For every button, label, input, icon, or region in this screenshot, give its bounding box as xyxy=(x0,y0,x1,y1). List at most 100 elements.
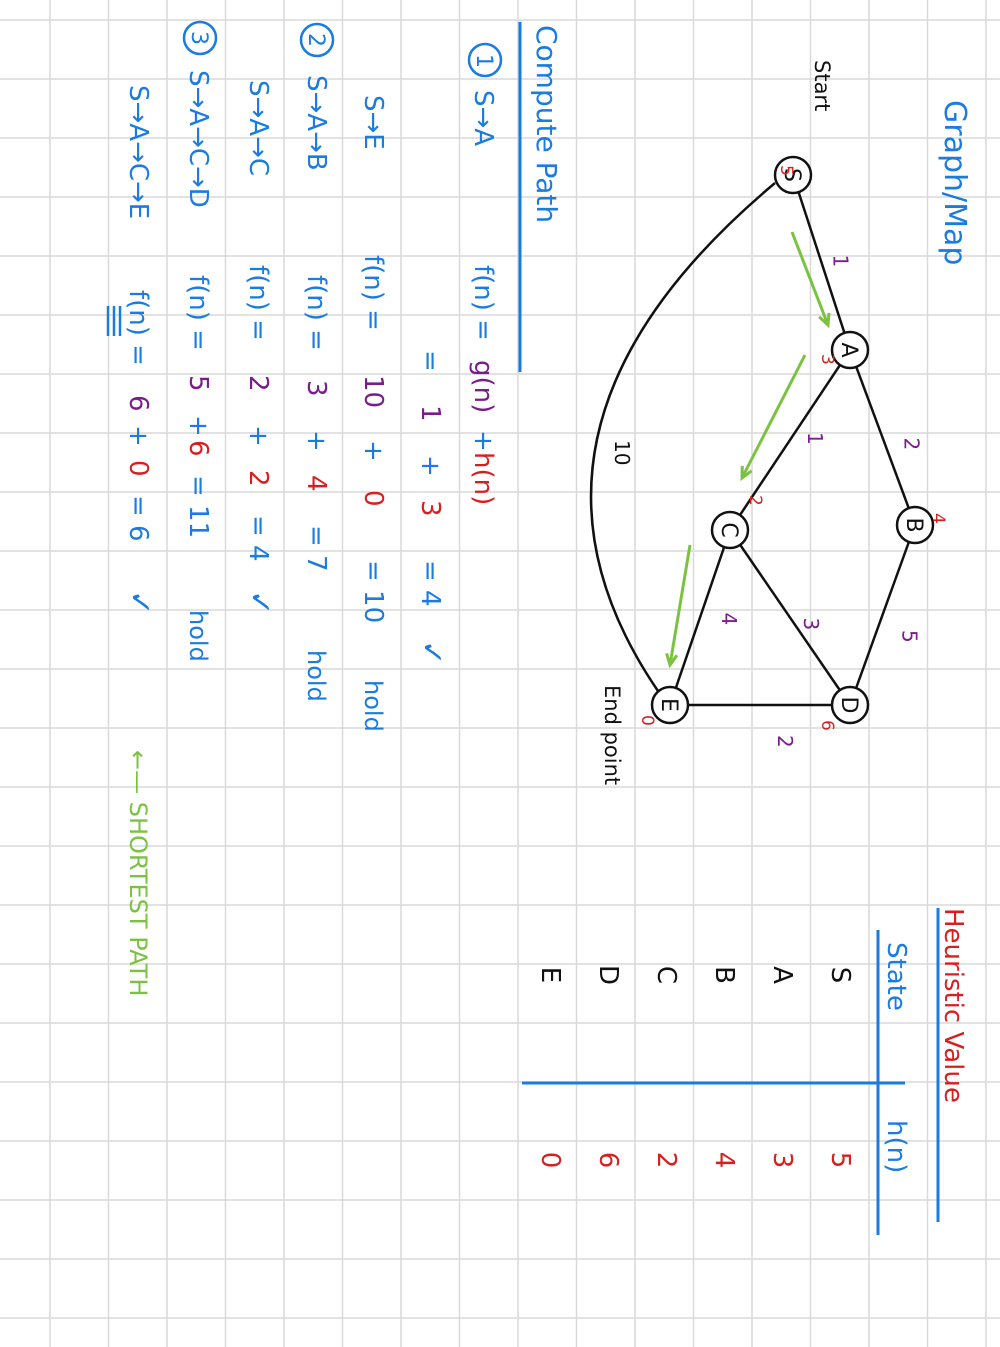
step-3b-h: 0 xyxy=(123,460,153,477)
step-1-path: S→A xyxy=(468,90,498,146)
heuristic-state-D: D xyxy=(593,965,623,985)
path-arrow-C-E xyxy=(668,544,692,666)
heuristic-value-S: 5 xyxy=(825,1152,855,1169)
node-heuristic-S: 5 xyxy=(776,165,796,176)
node-heuristic-C: 2 xyxy=(745,495,765,506)
heuristic-state-S: S xyxy=(825,967,855,984)
heuristic-value-C: 2 xyxy=(651,1152,681,1169)
edge-weight-S-A: 1 xyxy=(829,255,853,268)
step-2b-result: = 4 xyxy=(243,515,273,562)
step-3b: S→A→C→E f(n) = 6 + 0 = 6 ✓ ←— SHORTEST P… xyxy=(106,85,157,996)
step-1-h-value: 3 xyxy=(415,500,445,517)
heuristic-state-E: E xyxy=(535,967,565,983)
step-2b: S→A→C f(n) = 2 + 2 = 4 ✓ xyxy=(242,80,277,615)
step-3b-check: ✓ xyxy=(122,590,157,615)
node-label-S: S xyxy=(779,168,804,182)
path-arrow-A-C xyxy=(740,354,807,479)
step-3-f: f(n) = xyxy=(183,275,213,351)
step-3b-result: = 6 xyxy=(123,495,153,542)
step-2-number: 2 xyxy=(303,33,328,47)
step-3-circle xyxy=(182,20,218,56)
edge-weight-B-D: 5 xyxy=(898,630,922,643)
step-3-note: hold xyxy=(184,610,212,662)
step-1b-result: = 10 xyxy=(358,560,388,623)
step-2-f: f(n) = xyxy=(301,275,331,351)
step-2-g: 3 xyxy=(301,380,331,397)
node-label-A: A xyxy=(836,342,861,357)
heuristic-state-B: B xyxy=(709,966,739,984)
step-2-plus: + xyxy=(301,430,331,452)
step-2-path: S→A→B xyxy=(301,75,331,171)
heuristic-value-A: 3 xyxy=(767,1152,797,1169)
edge-A-B xyxy=(848,349,917,526)
heuristic-value-B: 4 xyxy=(709,1152,739,1169)
step-2-result: = 7 xyxy=(301,525,331,572)
step-1-check: ✓ xyxy=(414,640,449,665)
step-3-number: 3 xyxy=(186,31,211,45)
start-label: Start xyxy=(810,60,834,111)
step-1-f: f(n) = xyxy=(468,265,498,341)
compute-title: Compute Path xyxy=(530,25,563,223)
edge-A-C xyxy=(728,349,852,531)
step-1-number: 1 xyxy=(471,54,496,68)
step-1b-h: 0 xyxy=(358,490,388,507)
step-1b-f: f(n) = xyxy=(358,255,388,331)
step-3-g: 5 xyxy=(183,375,213,392)
node-S xyxy=(773,155,813,195)
path-arrow-S-A xyxy=(790,231,830,326)
edge-weight-D-E: 2 xyxy=(773,735,797,748)
step-1b-plus: + xyxy=(358,440,388,462)
step-1: 1 S→A f(n) = g(n) + h(n) = 1 + 3 = 4 ✓ xyxy=(414,42,503,665)
step-3-h: 6 xyxy=(183,440,213,457)
node-label-B: B xyxy=(901,517,926,532)
step-2b-f: f(n) = xyxy=(243,265,273,341)
edge-S-E xyxy=(589,182,776,692)
node-D xyxy=(830,685,870,725)
node-C xyxy=(710,510,750,550)
node-heuristic-B: 4 xyxy=(928,513,948,524)
heuristic-value-D: 6 xyxy=(593,1152,623,1169)
step-1-plus: + xyxy=(468,430,498,452)
heuristic-state-C: C xyxy=(651,966,681,984)
node-heuristic-E: 0 xyxy=(637,715,657,726)
step-3b-path: S→A→C→E xyxy=(123,85,153,219)
step-1-plus-2: + xyxy=(415,455,445,477)
step-2-circle xyxy=(299,22,335,58)
step-3-plus: + xyxy=(183,415,213,437)
edge-S-A xyxy=(791,174,852,351)
edge-C-D xyxy=(728,529,852,706)
path-arrowhead-S-A xyxy=(818,312,831,329)
edge-weight-S-E: 10 xyxy=(610,440,634,465)
step-3b-g: 6 xyxy=(123,395,153,412)
heuristic-col-state: State xyxy=(881,942,911,1011)
heuristic-value-E: 0 xyxy=(535,1152,565,1169)
step-2b-check: ✓ xyxy=(242,590,277,615)
edge-weight-A-B: 2 xyxy=(900,438,924,451)
heuristic-title: Heuristic Value xyxy=(938,908,968,1103)
step-1b-path: S→E xyxy=(358,95,388,150)
node-label-E: E xyxy=(656,698,681,712)
step-2b-g: 2 xyxy=(243,375,273,392)
step-1-circle xyxy=(467,42,503,78)
node-B xyxy=(895,505,935,545)
step-1-h: h(n) xyxy=(468,452,498,505)
step-3: 3 S→A→C→D f(n) = 5 + 6 = 11 hold xyxy=(182,20,218,662)
step-1-g: g(n) xyxy=(468,360,498,413)
edge-weight-C-E: 4 xyxy=(717,613,741,626)
step-1-g-value: 1 xyxy=(415,405,445,422)
step-2-note: hold xyxy=(302,650,330,702)
edge-weight-C-D: 3 xyxy=(799,618,823,631)
step-1b: S→E f(n) = 10 + 0 = 10 hold xyxy=(358,95,388,732)
node-label-D: D xyxy=(836,697,861,714)
step-1-eq: = xyxy=(415,350,445,372)
path-arrowhead-A-C xyxy=(740,465,753,482)
step-2b-h: 2 xyxy=(243,470,273,487)
step-3b-f: f(n) = xyxy=(123,290,153,366)
step-1-result: = 4 xyxy=(415,560,445,607)
